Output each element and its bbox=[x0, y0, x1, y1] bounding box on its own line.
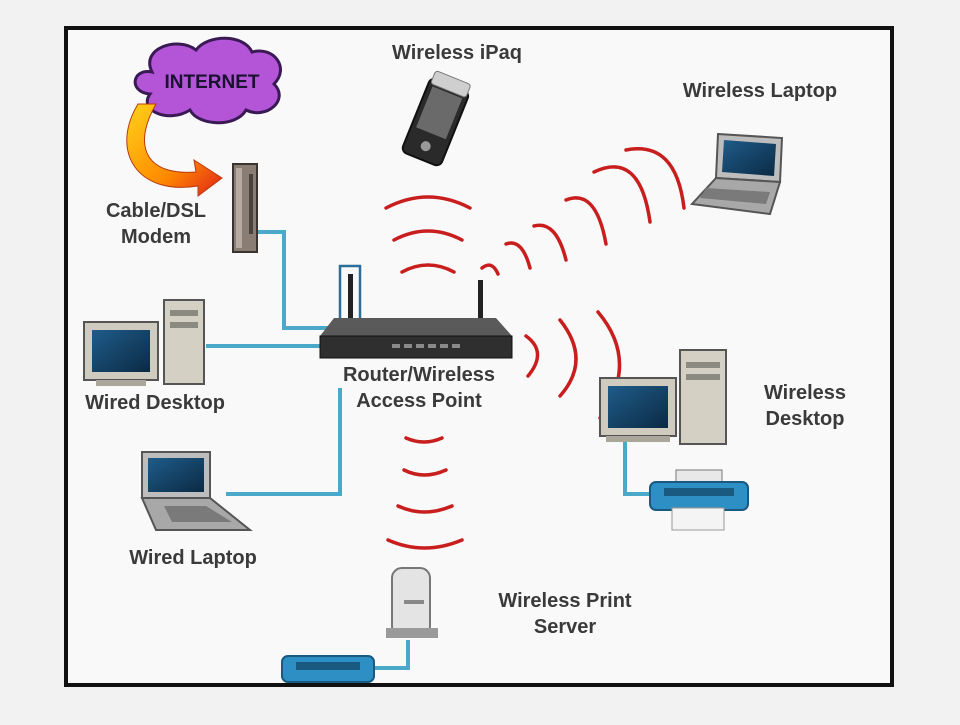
wired-laptop-label: Wired Laptop bbox=[129, 547, 257, 569]
wireless-laptop-icon bbox=[689, 132, 784, 216]
waves-to-ipaq bbox=[384, 195, 472, 274]
waves-to-wireless-laptop bbox=[480, 147, 686, 276]
internet-arrow-icon bbox=[126, 103, 223, 197]
modem-icon bbox=[232, 163, 258, 253]
wireless-signals bbox=[384, 147, 686, 550]
wireless-desktop-icon bbox=[599, 349, 727, 445]
print-server-icon bbox=[386, 567, 438, 638]
waves-to-print-server bbox=[386, 436, 464, 550]
wired-laptop-icon bbox=[140, 451, 253, 531]
pda-icon bbox=[401, 70, 471, 167]
printer-icon bbox=[649, 469, 749, 531]
cable-modem-router bbox=[256, 230, 330, 330]
wired-connections bbox=[206, 230, 652, 670]
wireless-laptop-label: Wireless Laptop bbox=[682, 80, 838, 102]
wired-desktop-label: Wired Desktop bbox=[85, 392, 225, 414]
cable-desktop-printer bbox=[623, 440, 652, 496]
cable-laptop-router bbox=[226, 388, 342, 496]
cable-printserver-printer bbox=[372, 640, 410, 670]
print-server-printer-icon bbox=[281, 655, 375, 683]
wireless-ipaq-label: Wireless iPaq bbox=[392, 42, 522, 64]
internet-cloud-icon bbox=[133, 36, 282, 125]
wired-desktop-icon bbox=[83, 299, 205, 386]
router-icon bbox=[319, 264, 513, 359]
internet-label: INTERNET bbox=[164, 72, 260, 93]
